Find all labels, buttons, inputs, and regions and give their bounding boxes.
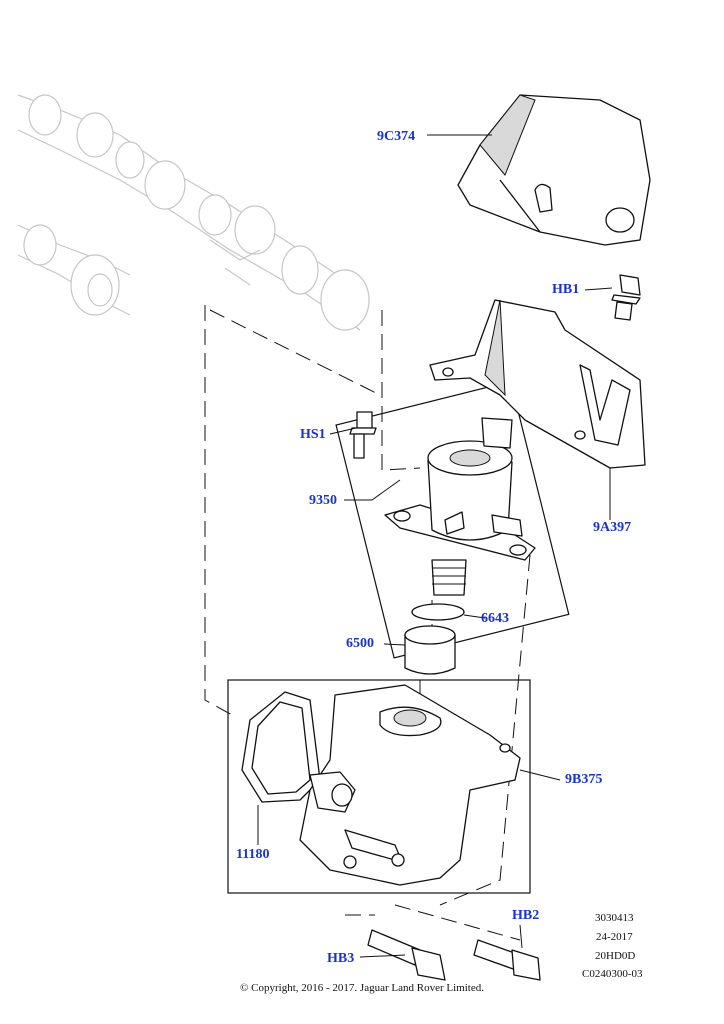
pump-cover: [457, 94, 651, 246]
reference-line-3: 20HD0D: [595, 950, 636, 962]
callout-HB2[interactable]: HB2: [512, 908, 540, 923]
camshaft-ghost: [17, 94, 370, 331]
pump-bracket: [429, 299, 646, 469]
bolt-hb1: [611, 274, 641, 321]
callout-6500[interactable]: 6500: [346, 636, 374, 651]
fuel-pump: [384, 417, 536, 596]
reference-line-2: 24-2017: [596, 931, 633, 943]
reference-line-4: C0240300-03: [582, 968, 643, 980]
callout-9350[interactable]: 9350: [309, 493, 337, 508]
copyright-notice: © Copyright, 2016 - 2017. Jaguar Land Ro…: [240, 982, 484, 994]
pump-assembly-box: [335, 380, 570, 659]
pump-housing: [299, 684, 521, 886]
gasket: [241, 691, 321, 803]
housing-assembly-box: [227, 679, 531, 894]
bolt-hb3: [367, 929, 446, 981]
callout-9C374[interactable]: 9C374: [377, 129, 416, 144]
assembly-lines: [204, 305, 531, 941]
callout-HB3[interactable]: HB3: [327, 951, 355, 966]
callout-HS1[interactable]: HS1: [300, 427, 326, 442]
tappet: [404, 625, 456, 675]
callout-11180[interactable]: 11180: [236, 847, 270, 862]
callout-HB1[interactable]: HB1: [552, 282, 580, 297]
bolt-hb2: [473, 939, 541, 981]
leader-lines: [257, 134, 613, 958]
callout-9B375[interactable]: 9B375: [565, 772, 603, 787]
callout-9A397[interactable]: 9A397: [593, 520, 632, 535]
callout-6643[interactable]: 6643: [481, 611, 509, 626]
reference-line-1: 3030413: [595, 912, 634, 924]
o-ring: [411, 603, 465, 621]
stud-hs1: [349, 411, 377, 459]
